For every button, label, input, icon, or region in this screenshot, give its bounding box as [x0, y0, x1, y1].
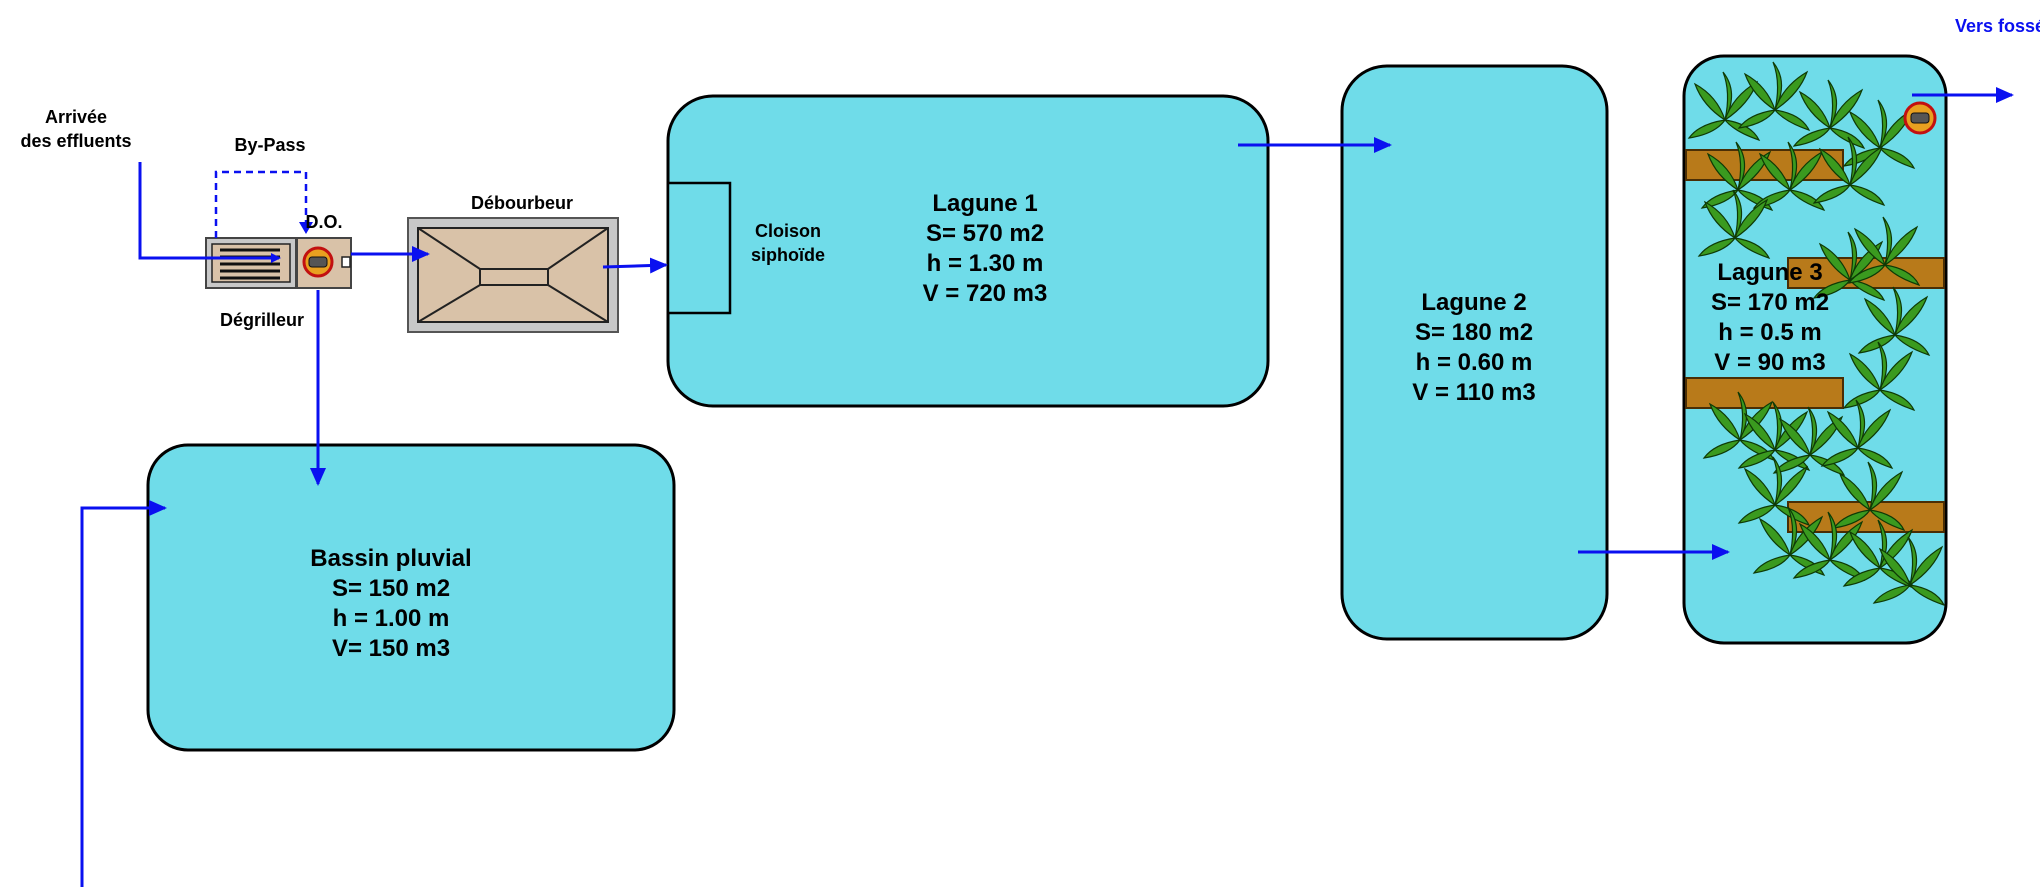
lagune-3-surface: S= 170 m2 [1711, 289, 1829, 316]
bassin-pluvial-volume: V= 150 m3 [332, 635, 450, 662]
cloison-siphoide-box [666, 181, 732, 315]
outlet-meter-icon [1903, 101, 1937, 135]
debourbeur-icon [407, 217, 619, 333]
degrilleur-label: Dégrilleur [220, 310, 304, 330]
cloison-label-line1: Cloison [755, 221, 821, 241]
degrilleur-icon [205, 237, 297, 289]
reed-plant-icon [1697, 189, 1771, 260]
reed-plant-icon [1847, 216, 1921, 287]
lagune-1-volume: V = 720 m3 [923, 280, 1048, 307]
bassin-pluvial-basin [146, 443, 676, 752]
lagune-1-surface: S= 570 m2 [926, 220, 1044, 247]
reed-plant-icon [1687, 71, 1761, 142]
lagune-3-volume: V = 90 m3 [1714, 349, 1825, 376]
arrow-to-lagune-1 [602, 257, 668, 274]
reed-plant-icon [1700, 141, 1774, 212]
bypass-arrowhead [299, 222, 313, 234]
bassin-pluvial-depth: h = 1.00 m [333, 605, 450, 632]
bassin-pluvial-title: Bassin pluvial [310, 545, 471, 572]
bypass-line [214, 170, 308, 238]
reed-plant-icon [1772, 406, 1846, 477]
bassin-pluvial-surface: S= 150 m2 [332, 575, 450, 602]
reed-plant-icon [1872, 536, 1946, 607]
reed-plant-icon [1842, 341, 1916, 412]
reed-plant-icon [1812, 136, 1886, 207]
reed-plant-icon [1737, 456, 1811, 527]
bypass-label: By-Pass [234, 135, 305, 155]
inlet-arrow [138, 162, 281, 263]
vers-fosse-label: Vers fossé [1955, 16, 2040, 36]
deversoir-orage-icon [296, 237, 352, 289]
reed-plant-icon [1792, 79, 1866, 150]
reed-plants [1687, 61, 1946, 607]
lagune-3-depth: h = 0.5 m [1718, 319, 1821, 346]
arrivee-label-line2: des effluents [20, 131, 131, 151]
lagune-2-basin [1340, 64, 1609, 641]
do-label: D.O. [305, 212, 342, 232]
reed-plant-icon [1820, 399, 1894, 470]
lagune-2-surface: S= 180 m2 [1415, 319, 1533, 346]
lagune-1-title: Lagune 1 [932, 190, 1037, 217]
reed-plant-icon [1792, 511, 1866, 582]
lagune-2-title: Lagune 2 [1421, 289, 1526, 316]
cloison-label-line2: siphoïde [751, 245, 825, 265]
arrivee-label-line1: Arrivée [45, 107, 107, 127]
lagune-3-title: Lagune 3 [1717, 259, 1822, 286]
reed-plant-icon [1857, 286, 1931, 357]
arrow-into-bassin-pluvial [80, 500, 167, 887]
reed-plant-icon [1737, 61, 1811, 132]
lagune-2-volume: V = 110 m3 [1412, 379, 1535, 406]
lagune-2-depth: h = 0.60 m [1416, 349, 1533, 376]
lagune-1-depth: h = 1.30 m [927, 250, 1044, 277]
debourbeur-label: Débourbeur [471, 193, 573, 213]
reed-plant-icon [1832, 461, 1906, 532]
